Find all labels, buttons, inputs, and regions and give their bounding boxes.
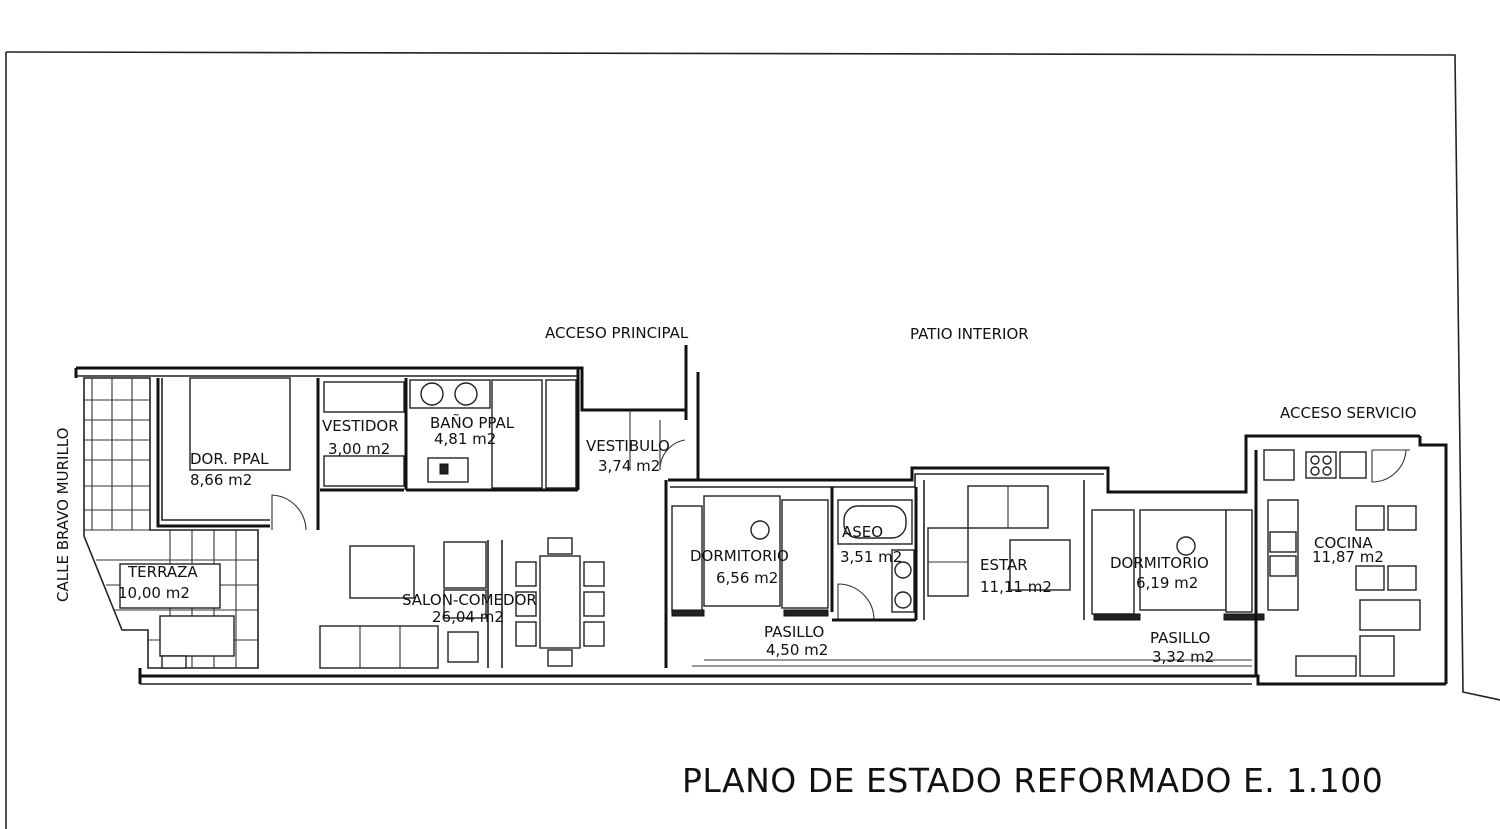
cocina-room bbox=[1254, 449, 1421, 677]
room-name: COCINA bbox=[1314, 534, 1373, 552]
room-name: ASEO bbox=[842, 523, 883, 541]
room-area: 4,81 m2 bbox=[434, 430, 496, 448]
room-name: ESTAR bbox=[980, 556, 1028, 574]
room-area: 11,87 m2 bbox=[1312, 548, 1384, 566]
room-name: DORMITORIO bbox=[1110, 554, 1209, 572]
room-area: 3,51 m2 bbox=[840, 548, 902, 566]
vestidor-room bbox=[320, 378, 408, 492]
room-area: 10,00 m2 bbox=[118, 584, 190, 602]
estar-room bbox=[923, 480, 1085, 620]
external-labels: CALLE BRAVO MURILLO ACCESO PRINCIPAL PAT… bbox=[54, 324, 1417, 602]
room-name: DOR. PPAL bbox=[190, 450, 269, 468]
room-name: PASILLO bbox=[764, 623, 824, 641]
room-area: 26,04 m2 bbox=[432, 608, 504, 626]
room-area: 3,32 m2 bbox=[1152, 648, 1214, 666]
plan-title: PLANO DE ESTADO REFORMADO E. 1.100 bbox=[682, 761, 1383, 800]
sheet-frame bbox=[5, 51, 1500, 829]
salon-furniture bbox=[319, 537, 605, 669]
room-area: 11,11 m2 bbox=[980, 578, 1052, 596]
room-area: 3,00 m2 bbox=[328, 440, 390, 458]
room-area: 4,50 m2 bbox=[766, 641, 828, 659]
bano-ppal-room bbox=[406, 379, 578, 492]
room-name: TERRAZA bbox=[127, 563, 198, 581]
main-access-label: ACCESO PRINCIPAL bbox=[545, 324, 689, 342]
street-label: CALLE BRAVO MURILLO bbox=[54, 428, 72, 602]
room-name: PASILLO bbox=[1150, 629, 1210, 647]
room-name: DORMITORIO bbox=[690, 547, 789, 565]
service-access-label: ACCESO SERVICIO bbox=[1280, 404, 1417, 422]
room-labels: DOR. PPAL 8,66 m2 VESTIDOR 3,00 m2 BAÑO … bbox=[118, 413, 1384, 666]
room-area: 8,66 m2 bbox=[190, 471, 252, 489]
dormitorio-2-room bbox=[1091, 492, 1265, 676]
aseo-room bbox=[832, 487, 918, 622]
terraza-tiles bbox=[83, 377, 259, 669]
room-area: 6,19 m2 bbox=[1136, 574, 1198, 592]
room-area: 6,56 m2 bbox=[716, 569, 778, 587]
pasillo-lines bbox=[692, 659, 1252, 667]
exterior-walls bbox=[74, 345, 1448, 686]
room-name: SALON-COMEDOR bbox=[402, 591, 537, 609]
room-name: VESTIDOR bbox=[322, 417, 399, 435]
courtyard-label: PATIO INTERIOR bbox=[910, 325, 1029, 343]
dor-ppal-room bbox=[156, 377, 320, 531]
dormitorio-1-room bbox=[671, 487, 834, 617]
vestibulo-room bbox=[576, 368, 686, 490]
room-area: 3,74 m2 bbox=[598, 457, 660, 475]
room-name: BAÑO PPAL bbox=[430, 413, 515, 432]
room-name: VESTIBULO bbox=[586, 437, 670, 455]
